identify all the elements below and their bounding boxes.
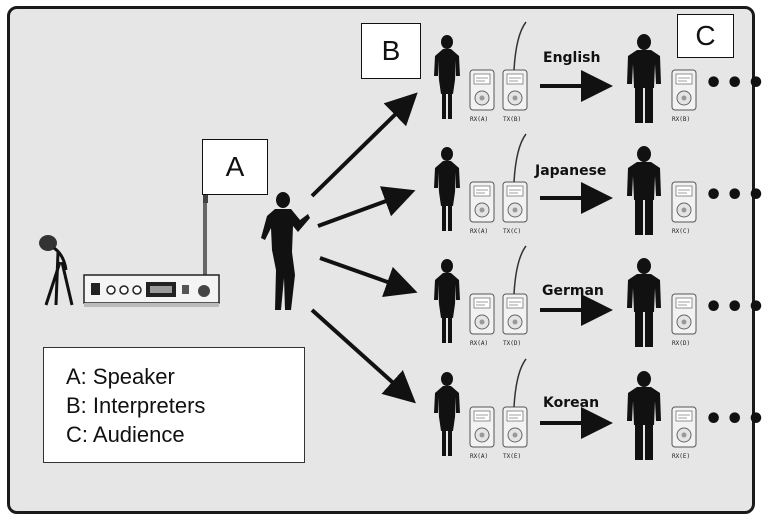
interpreter-figure-icon — [434, 259, 460, 343]
audience-figure-icon — [627, 34, 661, 123]
language-label-english: English — [543, 50, 601, 66]
svg-text:RX(A): RX(A) — [470, 116, 488, 123]
transmitter-device-icon — [502, 69, 528, 111]
audience-receiver-icon — [671, 181, 697, 223]
interpreter-row-german: RX(A) TX(D) RX(D) — [434, 245, 697, 347]
more-audience-ellipsis: ••• — [704, 290, 768, 325]
audience-figure-icon — [627, 258, 661, 347]
legend-item-audience: C: Audience — [66, 422, 185, 447]
legend-item-speaker: A: Speaker — [66, 364, 175, 389]
receiver-device-icon — [469, 406, 495, 448]
svg-text:RX(D): RX(D) — [672, 340, 690, 347]
receiver-device-icon — [469, 293, 495, 335]
svg-text:TX(E): TX(E) — [503, 453, 521, 460]
speaker-to-interpreter-arrows — [310, 92, 418, 404]
audience-figure-icon — [627, 146, 661, 235]
label-a-box: A — [202, 139, 268, 195]
svg-text:RX(A): RX(A) — [470, 228, 488, 235]
legend-box: A: Speaker B: Interpreters C: Audience — [43, 347, 305, 463]
label-b-box: B — [361, 23, 421, 79]
microphone-icon — [39, 235, 74, 306]
transmitter-unit-icon — [83, 195, 220, 307]
receiver-device-icon — [469, 181, 495, 223]
audience-receiver-icon — [671, 69, 697, 111]
svg-text:TX(D): TX(D) — [503, 340, 521, 347]
language-label-german: German — [542, 283, 604, 299]
more-audience-ellipsis: ••• — [704, 66, 768, 101]
interpreter-figure-icon — [434, 372, 460, 456]
more-audience-ellipsis: ••• — [704, 178, 768, 213]
svg-text:RX(B): RX(B) — [672, 116, 690, 123]
svg-text:TX(B): TX(B) — [503, 116, 521, 123]
svg-text:RX(E): RX(E) — [672, 453, 690, 460]
svg-text:RX(A): RX(A) — [470, 340, 488, 347]
receiver-device-icon — [469, 69, 495, 111]
interpreter-figure-icon — [434, 147, 460, 231]
transmitter-device-icon — [502, 293, 528, 335]
speaker-figure — [261, 192, 310, 310]
legend-item-interpreters: B: Interpreters — [66, 393, 206, 418]
audience-figure-icon — [627, 371, 661, 460]
more-audience-ellipsis: ••• — [704, 402, 768, 437]
svg-text:TX(C): TX(C) — [503, 228, 521, 235]
transmitter-device-icon — [502, 181, 528, 223]
svg-text:RX(A): RX(A) — [470, 453, 488, 460]
svg-text:RX(C): RX(C) — [672, 228, 690, 235]
audience-receiver-icon — [671, 406, 697, 448]
audience-receiver-icon — [671, 293, 697, 335]
language-label-japanese: Japanese — [535, 163, 607, 179]
transmitter-device-icon — [502, 406, 528, 448]
interpreter-row-korean: RX(A) TX(E) RX(E) — [434, 358, 697, 460]
interpreter-figure-icon — [434, 35, 460, 119]
interpreter-row-japanese: RX(A) TX(C) RX(C) — [434, 133, 697, 235]
label-c-box: C — [677, 14, 734, 58]
interpreter-row-english: RX(A) TX(B) RX(B) — [434, 21, 697, 123]
language-label-korean: Korean — [543, 395, 600, 411]
